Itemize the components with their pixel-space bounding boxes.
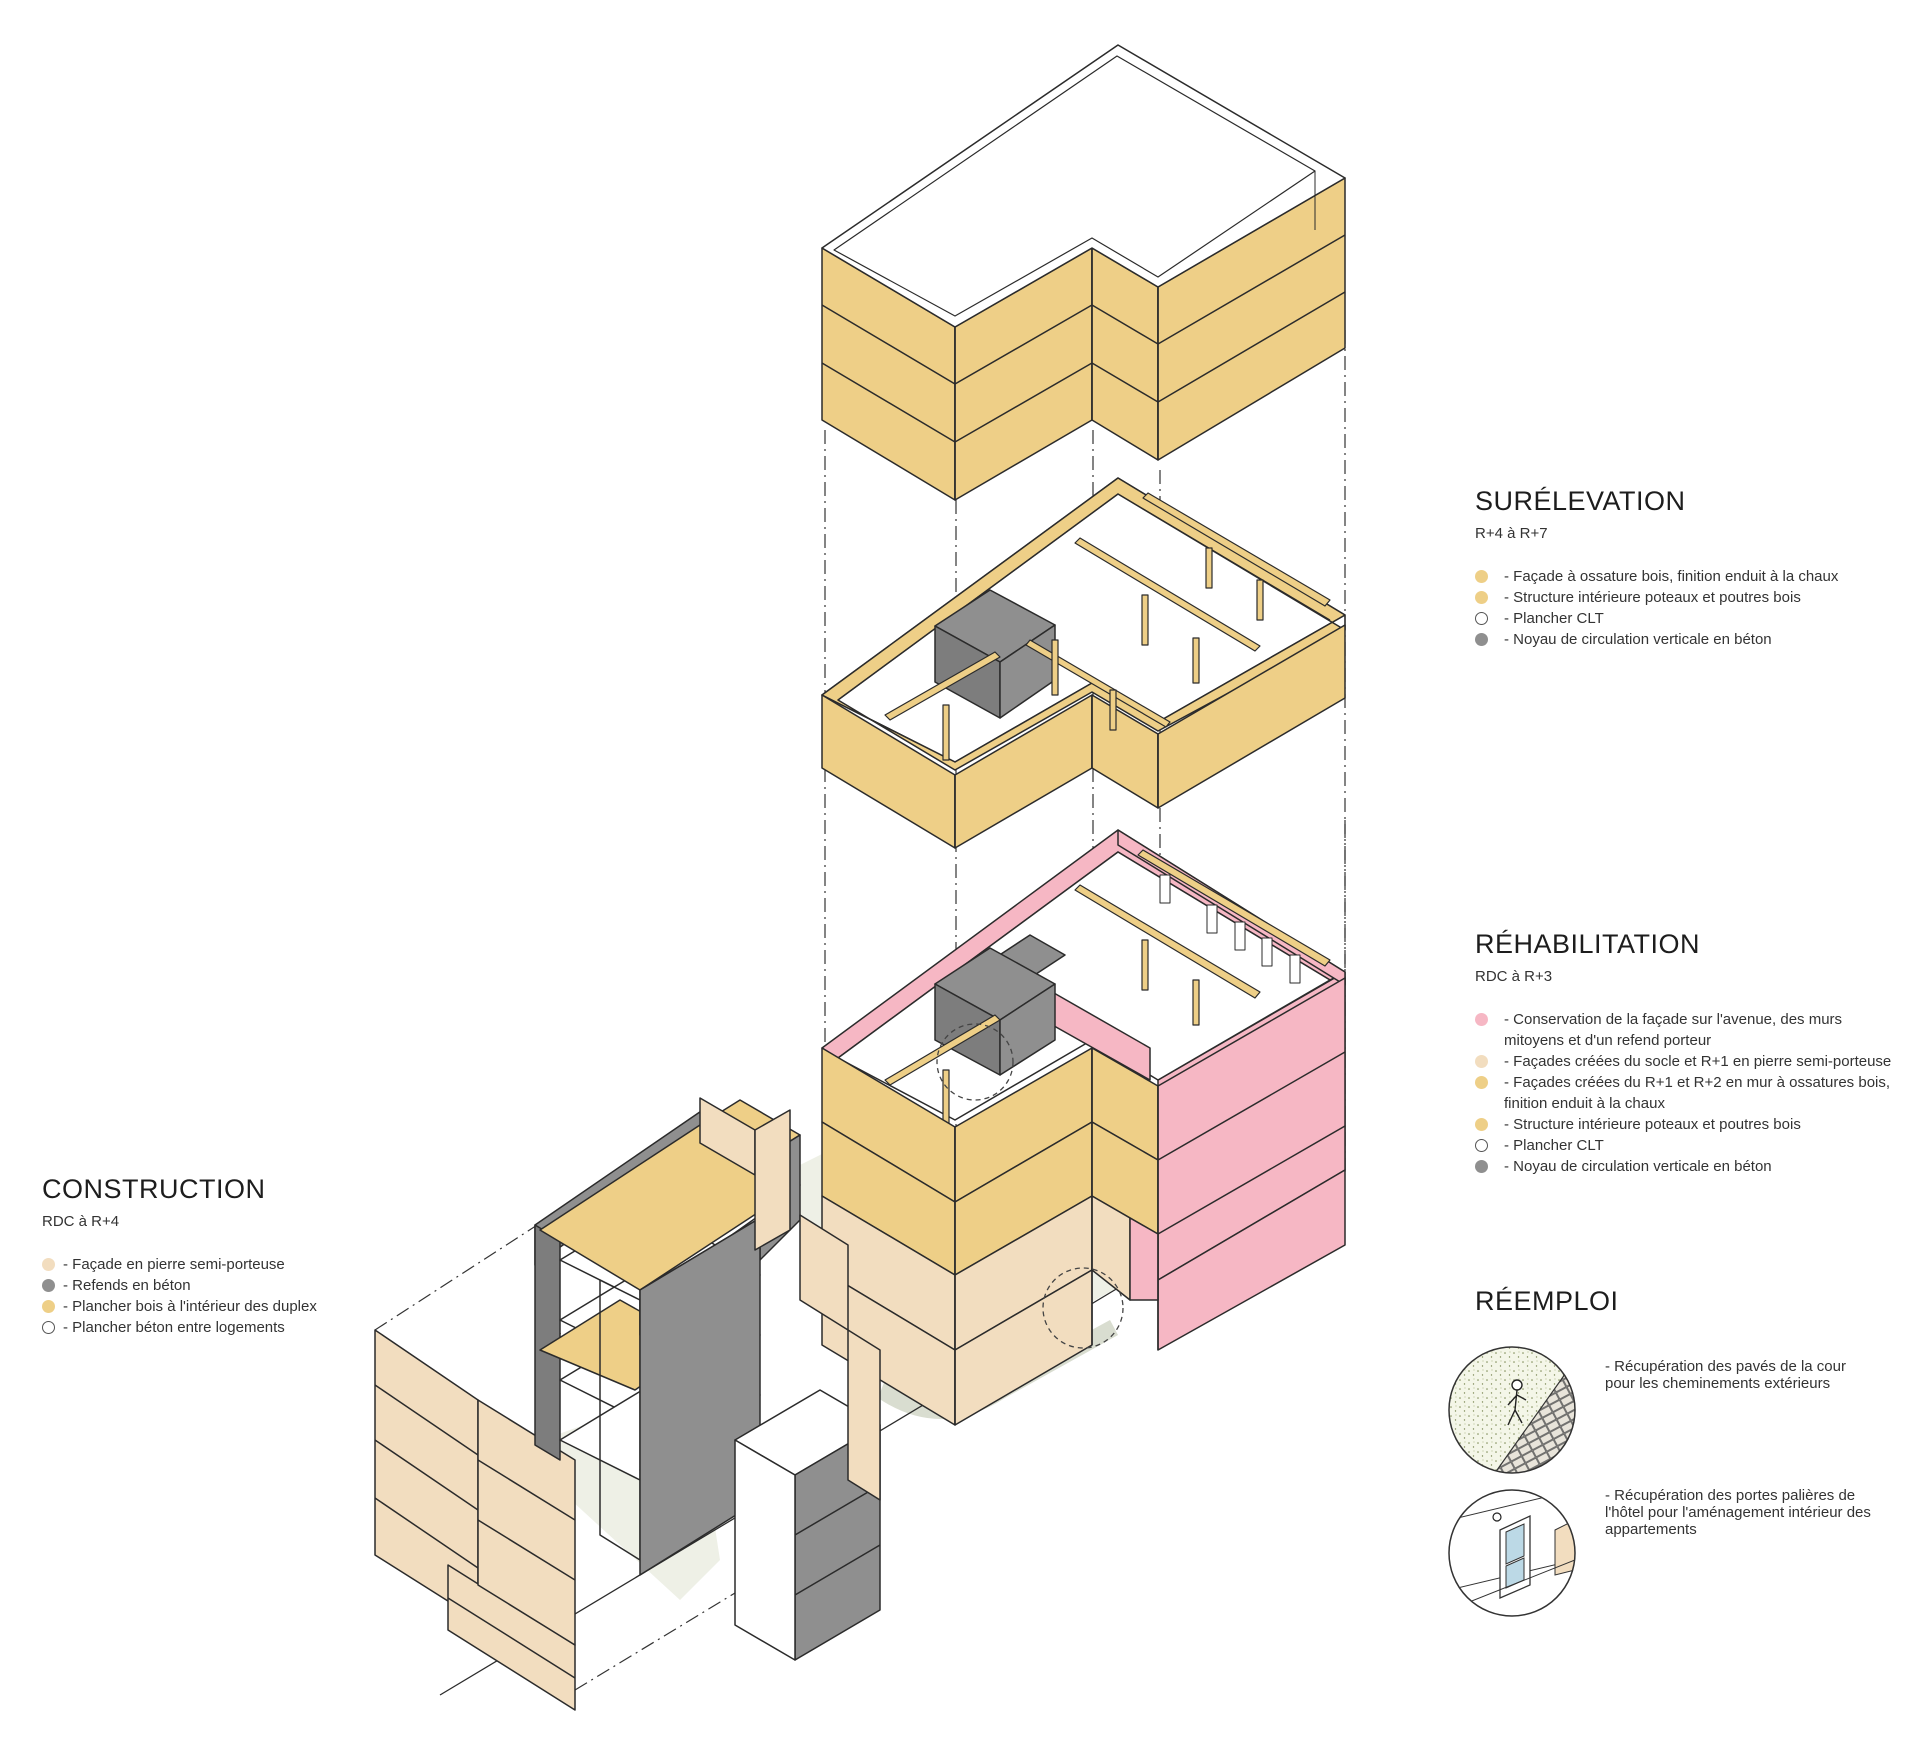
reemploi-item-paving: - Récupération des pavés de la cour pour… — [1605, 1358, 1850, 1392]
construction-legend: - Façade en pierre semi-porteuse - Refend… — [42, 1254, 382, 1338]
surelevation-subtitle: R+4 à R+7 — [1475, 525, 1548, 542]
legend-text: - Structure intérieure poteaux et poutre… — [1504, 589, 1801, 606]
legend-item: - Noyau de circulation verticale en béto… — [1475, 629, 1895, 650]
legend-swatch-timber — [1475, 570, 1488, 583]
legend-item: - Plancher bois à l'intérieur des duplex — [42, 1296, 382, 1317]
legend-text: - Structure intérieure poteaux et poutre… — [1504, 1116, 1801, 1133]
legend-swatch-stone — [42, 1258, 55, 1271]
rehabilitation-section: RÉHABILITATION RDC à R+3 - Conservation … — [1475, 929, 1895, 1177]
surelevation-roof-block — [821, 44, 1346, 501]
reemploi-item-doors: - Récupération des portes palières de l'… — [1605, 1487, 1895, 1538]
legend-swatch-preserved — [1475, 1013, 1488, 1026]
legend-text: - Refends en béton — [63, 1277, 191, 1294]
legend-text: - Façades créées du socle et R+1 en pier… — [1504, 1053, 1892, 1070]
legend-swatch-concrete — [1475, 1160, 1488, 1173]
reemploi-section: RÉEMPLOI — [1475, 1286, 1895, 1317]
legend-text: - Plancher bois à l'intérieur des duplex — [63, 1298, 317, 1315]
rehabilitation-block — [821, 829, 1346, 1426]
surelevation-section: SURÉLEVATION R+4 à R+7 - Façade à ossatu… — [1475, 486, 1895, 650]
surelevation-title: SURÉLEVATION — [1475, 486, 1686, 516]
legend-item: - Façade en pierre semi-porteuse — [42, 1254, 382, 1275]
legend-item: - Structure intérieure poteaux et poutre… — [1475, 1114, 1895, 1135]
surelevation-structure-level — [821, 477, 1346, 849]
paving-stones-icon — [1448, 1346, 1576, 1474]
legend-item: - Façades créées du socle et R+1 en pier… — [1475, 1051, 1895, 1072]
legend-item: - Façades créées du R+1 et R+2 en mur à … — [1475, 1072, 1895, 1114]
legend-swatch-empty — [1475, 612, 1488, 625]
rehabilitation-legend: - Conservation de la façade sur l'avenue… — [1475, 1009, 1895, 1177]
legend-swatch-concrete — [1475, 633, 1488, 646]
rehabilitation-subtitle: RDC à R+3 — [1475, 968, 1553, 985]
legend-swatch-timber — [1475, 1076, 1488, 1089]
legend-item: - Structure intérieure poteaux et poutre… — [1475, 587, 1895, 608]
surelevation-legend: - Façade à ossature bois, finition endui… — [1475, 566, 1895, 650]
construction-section: CONSTRUCTION RDC à R+4 - Façade en pierr… — [42, 1174, 382, 1338]
legend-item: - Plancher béton entre logements — [42, 1317, 382, 1338]
legend-swatch-concrete — [42, 1279, 55, 1292]
legend-swatch-empty — [1475, 1139, 1488, 1152]
legend-item: - Refends en béton — [42, 1275, 382, 1296]
reemploi-title: RÉEMPLOI — [1475, 1286, 1619, 1316]
legend-item: - Conservation de la façade sur l'avenue… — [1475, 1009, 1895, 1051]
legend-item: - Façade à ossature bois, finition endui… — [1475, 566, 1895, 587]
reemploi-item-doors-text: - Récupération des portes palières de l'… — [1605, 1487, 1871, 1538]
legend-text: - Façades créées du R+1 et R+2 en mur à … — [1504, 1074, 1891, 1112]
legend-text: - Noyau de circulation verticale en béto… — [1504, 631, 1772, 648]
legend-text: - Façade à ossature bois, finition endui… — [1504, 568, 1839, 585]
legend-text: - Noyau de circulation verticale en béto… — [1504, 1158, 1772, 1175]
legend-swatch-timber — [1475, 1118, 1488, 1131]
legend-text: - Plancher béton entre logements — [63, 1319, 285, 1336]
construction-title: CONSTRUCTION — [42, 1174, 266, 1204]
legend-item: - Plancher CLT — [1475, 1135, 1895, 1156]
legend-text: - Conservation de la façade sur l'avenue… — [1504, 1011, 1843, 1049]
landing-door-icon — [1448, 1489, 1576, 1617]
legend-item: - Noyau de circulation verticale en béto… — [1475, 1156, 1895, 1177]
reemploi-item-paving-text: - Récupération des pavés de la cour pour… — [1605, 1358, 1846, 1392]
legend-swatch-timber — [1475, 591, 1488, 604]
construction-block — [374, 1097, 881, 1711]
legend-swatch-timber — [42, 1300, 55, 1313]
legend-text: - Façade en pierre semi-porteuse — [63, 1256, 285, 1273]
legend-swatch-stone — [1475, 1055, 1488, 1068]
legend-text: - Plancher CLT — [1504, 610, 1604, 627]
construction-subtitle: RDC à R+4 — [42, 1213, 120, 1230]
legend-text: - Plancher CLT — [1504, 1137, 1604, 1154]
legend-item: - Plancher CLT — [1475, 608, 1895, 629]
rehabilitation-title: RÉHABILITATION — [1475, 929, 1701, 959]
legend-swatch-empty — [42, 1321, 55, 1334]
